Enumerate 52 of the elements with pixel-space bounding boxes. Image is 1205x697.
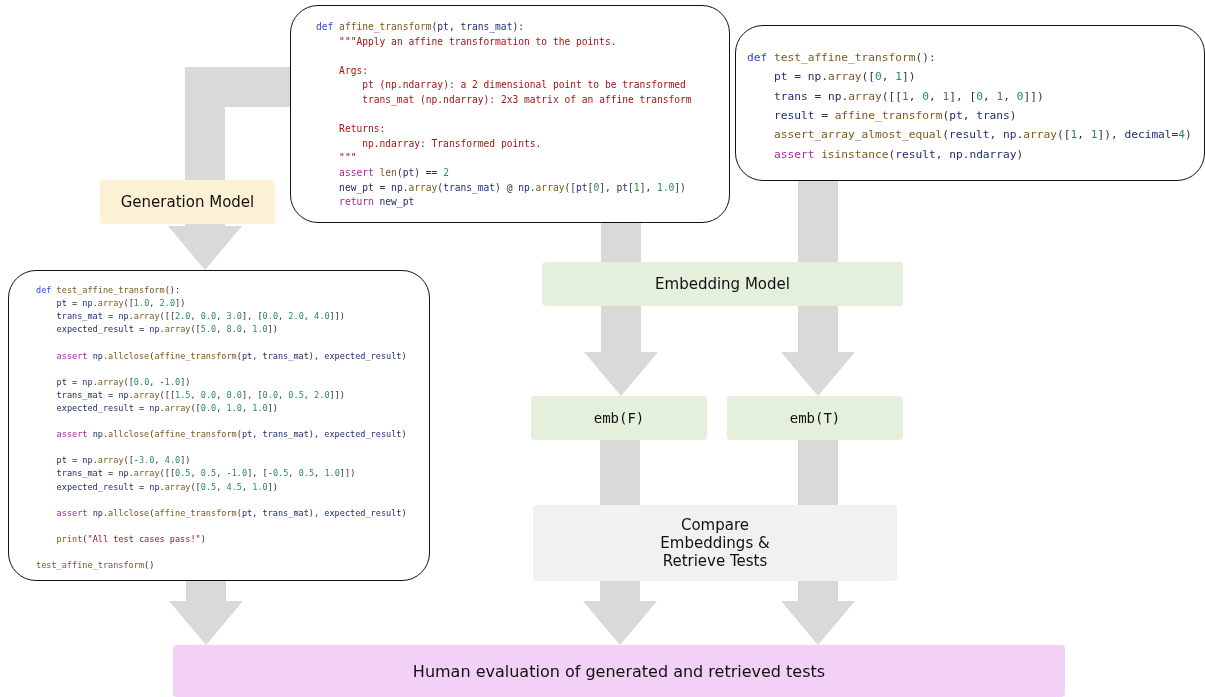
code-line: expected_result = np.array([0.5, 4.5, 1.0]) xyxy=(55,480,278,494)
block-arrow xyxy=(781,306,855,396)
code-line: test_affine_transform() xyxy=(36,559,155,573)
block-arrow xyxy=(584,306,658,396)
code-line: Args: xyxy=(338,63,368,78)
code-line: assert isinstance(result, np.ndarray) xyxy=(772,146,1024,163)
code-line: pt = np.array([0, 1]) xyxy=(772,69,916,86)
code-line: assert np.allclose(affine_transform(pt, trans_mat), expected_result) xyxy=(55,506,407,520)
embedding-box: emb(F) xyxy=(531,396,707,440)
connector-band xyxy=(798,440,838,505)
code-line: """ xyxy=(338,151,357,166)
connector-band xyxy=(798,181,838,262)
code-line: print("All test cases pass!") xyxy=(55,532,206,546)
code-line: result = affine_transform(pt, trans) xyxy=(772,107,1017,124)
code-line: trans = np.array([[1, 0, 1], [0, 1, 0]]) xyxy=(772,88,1044,105)
code-line: def affine_transform(pt, trans_mat): xyxy=(316,20,524,35)
code-line: pt = np.array([0.0, -1.0]) xyxy=(55,375,191,389)
code-line: Returns: xyxy=(338,122,386,137)
connector-band xyxy=(601,223,641,262)
code-line: np.ndarray: Transformed points. xyxy=(361,136,542,151)
code-line: expected_result = np.array([0.0, 1.0, 1.0]) xyxy=(55,401,278,415)
connector-band xyxy=(185,67,290,180)
code-line: trans_mat (np.ndarray): 2x3 matrix of an affine transform xyxy=(361,93,692,108)
code-line: trans_mat = np.array([[1.5, 0.0, 0.0], [0.0, 0.5, 2.0]]) xyxy=(55,388,345,402)
process-box: Compare Embeddings & Retrieve Tests xyxy=(533,505,897,581)
code-line: return new_pt xyxy=(338,195,415,210)
code-panel xyxy=(290,5,730,223)
code-line: trans_mat = np.array([[0.5, 0.5, -1.0], [-0.5, 0.5, 1.0]]) xyxy=(55,467,356,481)
block-arrow xyxy=(168,224,242,270)
connector-band xyxy=(600,440,640,505)
block-arrow xyxy=(781,581,855,645)
code-line: assert np.allclose(affine_transform(pt, trans_mat), expected_result) xyxy=(55,428,407,442)
block-arrow xyxy=(583,581,657,645)
model-box: Generation Model xyxy=(100,180,275,224)
embedding-box: emb(T) xyxy=(727,396,903,440)
code-line: """Apply an affine transformation to the points. xyxy=(338,34,617,49)
code-line: trans_mat = np.array([[2.0, 0.0, 3.0], [0.0, 2.0, 4.0]]) xyxy=(55,310,345,324)
code-line: assert_array_almost_equal(result, np.array([1, 1]), decimal=4) xyxy=(772,127,1192,144)
model-box: Embedding Model xyxy=(542,262,903,306)
block-arrow xyxy=(169,581,243,645)
code-panel xyxy=(8,270,430,581)
code-line: assert np.allclose(affine_transform(pt, trans_mat), expected_result) xyxy=(55,349,407,363)
code-line: pt (np.ndarray): a 2 dimensional point to be transformed xyxy=(361,78,686,93)
code-line: def test_affine_transform(): xyxy=(747,50,936,66)
code-line: new_pt = np.array(trans_mat) @ np.array([pt[0], pt[1], 1.0]) xyxy=(338,180,686,196)
code-line: pt = np.array([1.0, 2.0]) xyxy=(55,297,186,311)
process-box: Human evaluation of generated and retrieved tests xyxy=(173,645,1065,697)
code-line: expected_result = np.array([5.0, 8.0, 1.0]) xyxy=(55,323,278,337)
code-line: def test_affine_transform(): xyxy=(36,284,181,297)
code-line: pt = np.array([-3.0, 4.0]) xyxy=(55,454,191,468)
code-line: assert len(pt) == 2 xyxy=(338,166,449,180)
code-panel xyxy=(735,25,1205,181)
